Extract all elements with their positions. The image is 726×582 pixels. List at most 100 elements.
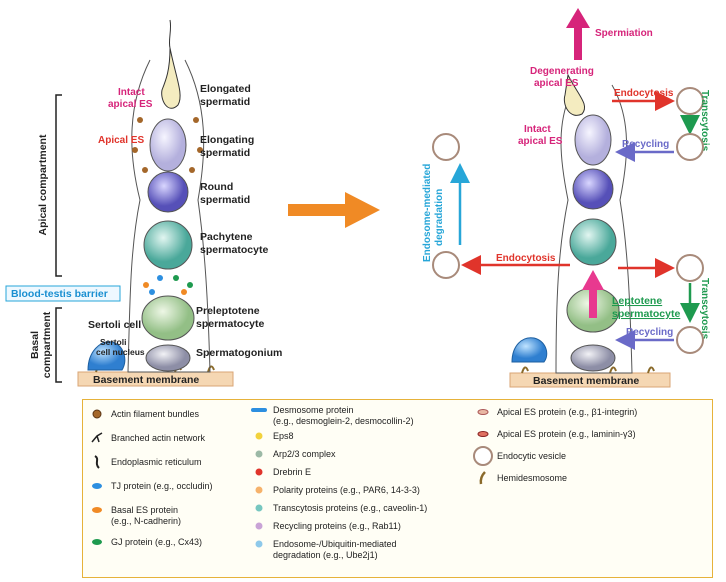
legend-item-label: Polarity proteins (e.g., PAR6, 14-3-3) (273, 485, 420, 495)
elongating-spermatid-right (574, 114, 612, 166)
sperm-tail-left (168, 19, 172, 49)
pachytene-spermatocyte (143, 220, 193, 270)
legend-column-3: Apical ES protein (e.g., β1-integrin) Api… (473, 407, 637, 485)
elongating-spermatid (149, 118, 187, 172)
apical-compartment-bracket (55, 94, 62, 277)
hemidesmosome-right (521, 366, 655, 374)
legend-item-label: Eps8 (273, 431, 294, 441)
released-spermatid (563, 73, 586, 116)
right-basement-membrane-label: Basement membrane (533, 375, 639, 387)
branched-actin-icon (91, 432, 103, 443)
apical-es-b1-icon (477, 409, 489, 415)
legend-item-label: Apical ES protein (e.g., β1-integrin) (497, 407, 637, 417)
endocytic-vesicle-left-mid (432, 251, 460, 279)
sertoli-cell-nucleus (87, 341, 126, 371)
legend-item: Transcytosis proteins (e.g., caveolin-1) (255, 503, 427, 513)
endocytic-vesicle-top2 (676, 133, 704, 161)
desmosome-icon (251, 408, 267, 412)
blood-testis-barrier-box (5, 285, 121, 302)
legend-item: Recycling proteins (e.g., Rab11) (255, 521, 401, 531)
legend-item: Basal ES protein(e.g., N-cadherin) (92, 505, 181, 526)
er-icon (94, 455, 100, 469)
label-recycling-bottom: Recycling (626, 327, 673, 338)
label-spermatogonium: Spermatogonium (196, 347, 282, 359)
label-blood-testis-barrier: Blood-testis barrier (11, 288, 108, 300)
legend-item-label: Hemidesmosome (497, 473, 567, 483)
pachytene-spermatocyte-right (569, 218, 617, 266)
sertoli-column-outline (127, 59, 211, 373)
endocytic-vesicle-left-top (432, 133, 460, 161)
polarity-icon (255, 486, 263, 494)
drebrin-icon (255, 468, 263, 476)
legend-item-label: Drebrin E (273, 467, 311, 477)
legend-item-label: GJ protein (e.g., Cx43) (111, 537, 202, 547)
eps8-icon (255, 432, 263, 440)
legend-item: Drebrin E (255, 467, 311, 477)
endocytic-vesicle-icon (473, 446, 493, 466)
gj-protein-icon (92, 539, 102, 545)
legend-item: Actin filament bundles (92, 409, 200, 419)
sertoli-nucleus-right (511, 337, 548, 363)
legend-item-label: Endoplasmic reticulum (111, 457, 202, 467)
legend-item: Endoplasmic reticulum (94, 455, 202, 469)
legend-item: Desmosome protein(e.g., desmoglein-2, de… (251, 405, 414, 426)
junction-markers-left (132, 117, 203, 295)
ubiquitin-icon (255, 540, 263, 548)
spermatogonium (145, 344, 191, 372)
transcytosis-protein-icon (255, 504, 263, 512)
label-apical-compartment: Apical compartment (37, 134, 49, 235)
arp23-icon (255, 450, 263, 458)
endocytic-vesicle-right-bottom (676, 326, 704, 354)
label-spermiation: Spermiation (595, 28, 653, 39)
label-endosome-degradation: Endosome-mediateddegradation (422, 164, 445, 262)
round-spermatid-right (572, 168, 614, 210)
label-transcytosis-bottom: Transcytosis (699, 278, 710, 340)
legend-item: TJ protein (e.g., occludin) (92, 481, 213, 491)
legend-item-label: Actin filament bundles (111, 409, 200, 419)
elongated-spermatid (161, 47, 181, 109)
label-endocytosis-mid: Endocytosis (496, 253, 556, 264)
label-basal-compartment: Basalcompartment (29, 311, 53, 378)
legend-item-label: Endocytic vesicle (497, 451, 566, 461)
right-panel: Basement membrane Spermiation Degenerati… (422, 8, 710, 388)
btb-transit-arrow (582, 270, 604, 318)
round-spermatid (147, 171, 189, 213)
legend-item: Apical ES protein (e.g., laminin-γ3) (477, 429, 636, 439)
legend-item: Arp2/3 complex (255, 449, 336, 459)
left-basement-membrane-label: Basement membrane (93, 374, 199, 386)
recycling-protein-icon (255, 522, 263, 530)
hemidesmosome-icon (479, 471, 486, 485)
legend-item-label: Desmosome protein(e.g., desmoglein-2, de… (273, 405, 414, 426)
legend-item: Eps8 (255, 431, 294, 441)
legend-column-2: Desmosome protein(e.g., desmoglein-2, de… (251, 405, 427, 560)
legend-item-label: Transcytosis proteins (e.g., caveolin-1) (273, 503, 427, 513)
tj-protein-icon (92, 483, 102, 489)
endocytic-vesicle-right-mid (676, 254, 704, 282)
label-apical-es-left: Apical ES (98, 135, 144, 146)
label-sertoli-cell: Sertoli cell (88, 319, 141, 331)
label-recycling-top: Recycling (622, 139, 669, 150)
endocytic-vesicle-top (676, 87, 704, 115)
sertoli-column-outline-right (555, 84, 633, 374)
label-transcytosis-top: Transcytosis (699, 90, 710, 152)
actin-bundle-icon (92, 409, 102, 419)
legend-item: GJ protein (e.g., Cx43) (92, 537, 202, 547)
legend-item: Branched actin network (91, 432, 206, 443)
spermatogonium-right (570, 344, 616, 372)
legend-item-label: Branched actin network (111, 433, 206, 443)
legend-item-label: Recycling proteins (e.g., Rab11) (273, 521, 401, 531)
legend-item: Hemidesmosome (479, 471, 567, 485)
label-endocytosis-top: Endocytosis (614, 88, 674, 99)
